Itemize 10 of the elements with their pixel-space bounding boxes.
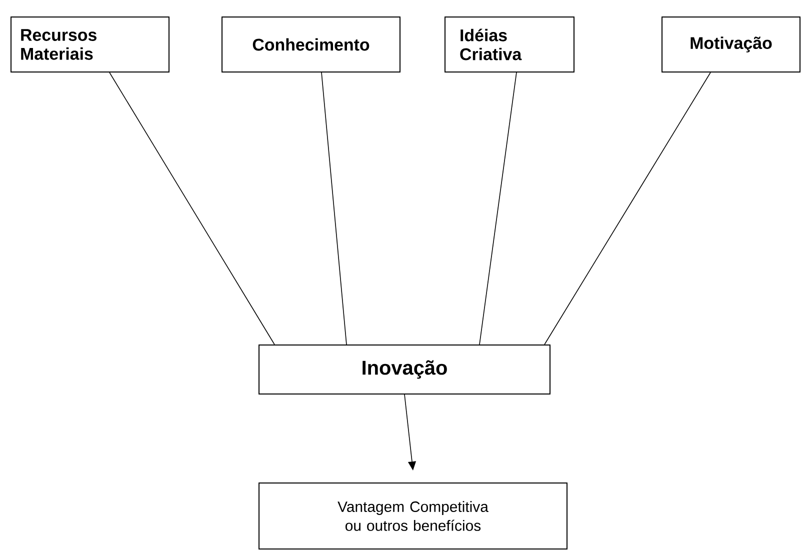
text-box: Inovação [258, 344, 550, 394]
text-box: Idéias Criativa [444, 16, 574, 72]
connector-line [321, 72, 347, 345]
connector-line [544, 72, 711, 345]
connector-line [109, 72, 275, 345]
text-box: Conhecimento [222, 16, 400, 72]
text-box: Vantagem Competitiva ou outros benefícios [258, 482, 568, 550]
text-box: Motivação [662, 16, 800, 72]
connector-line [479, 72, 517, 345]
text-box: Recursos Materiais [10, 16, 170, 72]
